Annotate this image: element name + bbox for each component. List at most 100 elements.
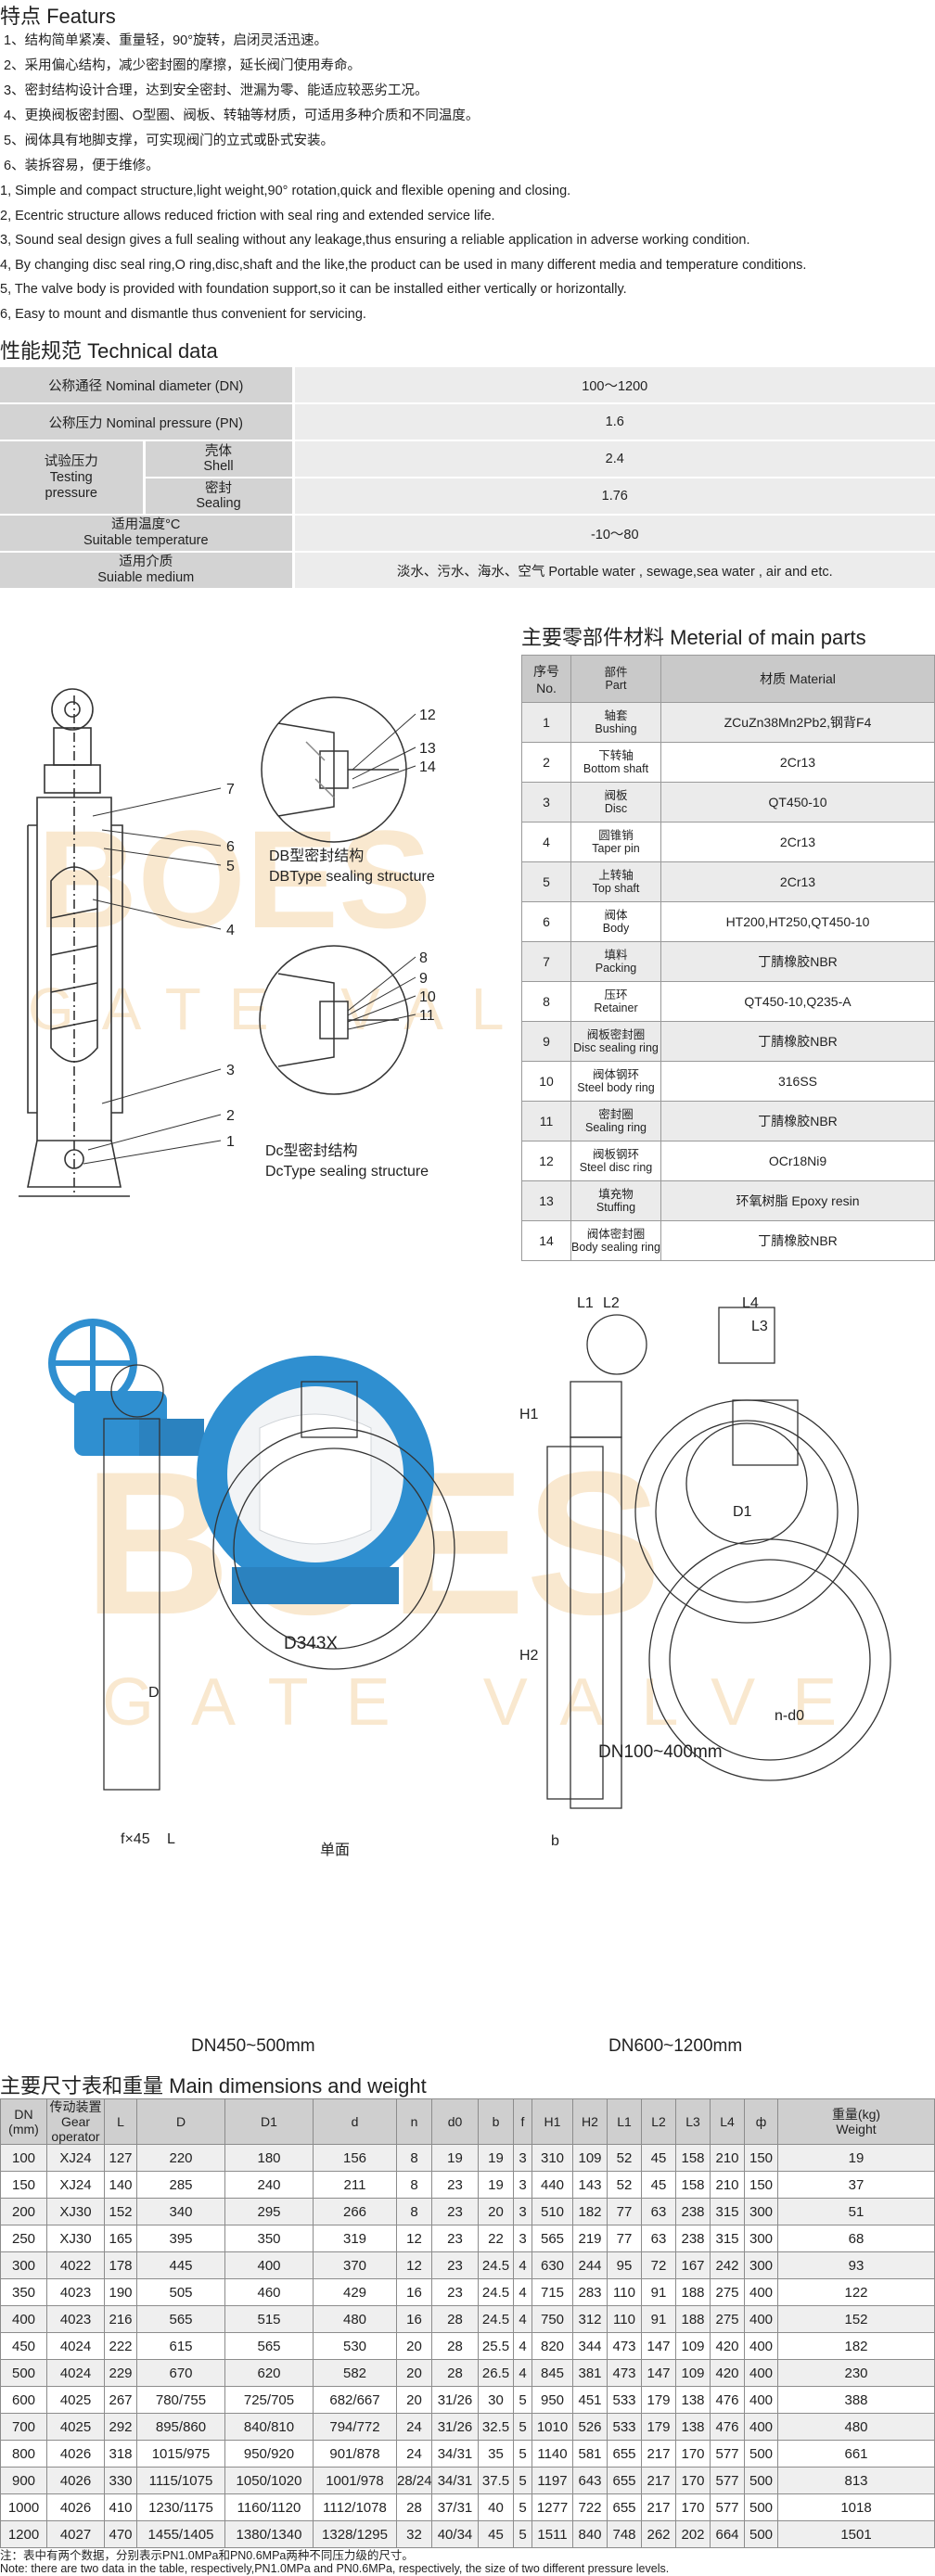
dimensions-cell: 794/772 <box>313 2413 397 2441</box>
dimensions-cell: 300 <box>744 2251 778 2279</box>
shell-label: 壳体 Shell <box>144 440 295 478</box>
dimensions-cell: 8 <box>396 2171 432 2199</box>
parts-material: 丁腈橡胶NBR <box>660 1101 935 1141</box>
feature-en-item: 2, Ecentric structure allows reduced fri… <box>0 208 495 223</box>
dimensions-cell: 1328/1295 <box>313 2520 397 2548</box>
dimensions-cell: 222 <box>104 2332 137 2360</box>
dimensions-cell: 1197 <box>532 2467 573 2494</box>
parts-name-en: Sealing ring <box>584 1121 647 1134</box>
dimensions-cell: 340 <box>136 2198 225 2225</box>
dimensions-cell: 150 <box>744 2144 778 2172</box>
dimensions-cell: 216 <box>104 2305 137 2333</box>
dimensions-cell: 725/705 <box>224 2386 314 2414</box>
dimensions-cell: 581 <box>572 2440 608 2468</box>
dimensions-cell: 1455/1405 <box>136 2520 225 2548</box>
dimensions-cell: 23 <box>431 2225 479 2252</box>
dimensions-cell: 950 <box>532 2386 573 2414</box>
dimensions-cell: 664 <box>710 2520 745 2548</box>
dim-single-side: 单面 <box>320 1842 350 1858</box>
dimensions-cell: 577 <box>710 2467 745 2494</box>
dimensions-cell: 1511 <box>532 2520 573 2548</box>
dimensions-cell: 152 <box>104 2198 137 2225</box>
valve-body-section <box>19 688 130 1197</box>
dimensions-cell: XJ24 <box>46 2144 105 2172</box>
dimensions-cell: 23 <box>431 2198 479 2225</box>
features-title: 特点 Featurs <box>0 5 116 28</box>
dimensions-cell: 565 <box>136 2305 225 2333</box>
dimensions-cell: 682/667 <box>313 2386 397 2414</box>
dimensions-cell: 158 <box>675 2144 711 2172</box>
parts-no: 10 <box>521 1061 571 1102</box>
dimensions-cell: 395 <box>136 2225 225 2252</box>
dimensions-cell: 845 <box>532 2359 573 2387</box>
dimensions-cell: 350 <box>0 2278 47 2306</box>
dimensions-cell: 5 <box>513 2386 532 2414</box>
callout-13: 13 <box>419 741 436 757</box>
dim-l2: L2 <box>603 1295 620 1311</box>
feature-en-item: 5, The valve body is provided with found… <box>0 282 627 297</box>
dimensions-cell: 500 <box>744 2467 778 2494</box>
temperature-label-cn: 适用温度°C <box>111 517 181 532</box>
parts-no: 13 <box>521 1180 571 1221</box>
dimensions-cell: 1001/978 <box>313 2467 397 2494</box>
model-label: D343X <box>284 1634 338 1653</box>
features-cn-list: 1、结构简单紧凑、重量轻，90°旋转，启闭灵活迅速。 2、采用偏心结构，减少密封… <box>4 29 479 179</box>
dimensions-cell: 20 <box>396 2359 432 2387</box>
dc-caption-en: DcType sealing structure <box>265 1164 429 1180</box>
dimensions-cell: 31/26 <box>431 2386 479 2414</box>
dimensions-cell: 840 <box>572 2520 608 2548</box>
sealing-label-en: Sealing <box>196 496 241 511</box>
dimensions-cell: 40 <box>478 2493 514 2521</box>
medium-value: 淡水、污水、海水、空气 Portable water , sewage,sea … <box>293 552 935 590</box>
parts-material: 2Cr13 <box>660 742 935 783</box>
dim-d1: D1 <box>733 1504 752 1520</box>
dimensions-cell: 895/860 <box>136 2413 225 2441</box>
dimensions-cell: 4025 <box>46 2413 105 2441</box>
sealing-label: 密封 Sealing <box>144 478 295 516</box>
dimensions-cell: 95 <box>607 2251 642 2279</box>
feature-en-item: 4, By changing disc seal ring,O ring,dis… <box>0 257 807 273</box>
dimensions-cell: 77 <box>607 2225 642 2252</box>
parts-head-part-en: Part <box>605 679 627 692</box>
dimensions-cell: 230 <box>777 2359 935 2387</box>
nominal-pressure-label: 公称压力 Nominal pressure (PN) <box>0 403 295 441</box>
dimensions-cell: 1000 <box>0 2493 47 2521</box>
dimensions-cell: 152 <box>777 2305 935 2333</box>
parts-no: 2 <box>521 742 571 783</box>
parts-name-en: Top shaft <box>592 882 640 895</box>
dimensions-cell: 4027 <box>46 2520 105 2548</box>
dimensions-cell: 4023 <box>46 2305 105 2333</box>
dimensions-cell: 400 <box>744 2278 778 2306</box>
dimensions-cell: 500 <box>744 2520 778 2548</box>
dimensions-cell: 3 <box>513 2198 532 2225</box>
dimensions-cell: 655 <box>607 2493 642 2521</box>
dimensions-cell: 217 <box>641 2493 676 2521</box>
parts-no: 9 <box>521 1021 571 1062</box>
watermark-text: GATE VALVE <box>28 976 519 1042</box>
parts-name-en: Steel disc ring <box>579 1161 653 1174</box>
dimensions-cell: 4 <box>513 2305 532 2333</box>
dimensions-cell: 750 <box>532 2305 573 2333</box>
parts-material: 丁腈橡胶NBR <box>660 1220 935 1261</box>
dimensions-cell: 500 <box>0 2359 47 2387</box>
dimensions-cell: 150 <box>0 2171 47 2199</box>
feature-cn-item: 1、结构简单紧凑、重量轻，90°旋转，启闭灵活迅速。 <box>4 33 327 48</box>
dimensions-cell: 655 <box>607 2440 642 2468</box>
dimensions-cell: 238 <box>675 2225 711 2252</box>
dimensions-cell: 319 <box>313 2225 397 2252</box>
dimensions-cell: 179 <box>641 2413 676 2441</box>
callout-10: 10 <box>419 989 436 1005</box>
dimensions-cell: 577 <box>710 2493 745 2521</box>
parts-material: HT200,HT250,QT450-10 <box>660 901 935 942</box>
